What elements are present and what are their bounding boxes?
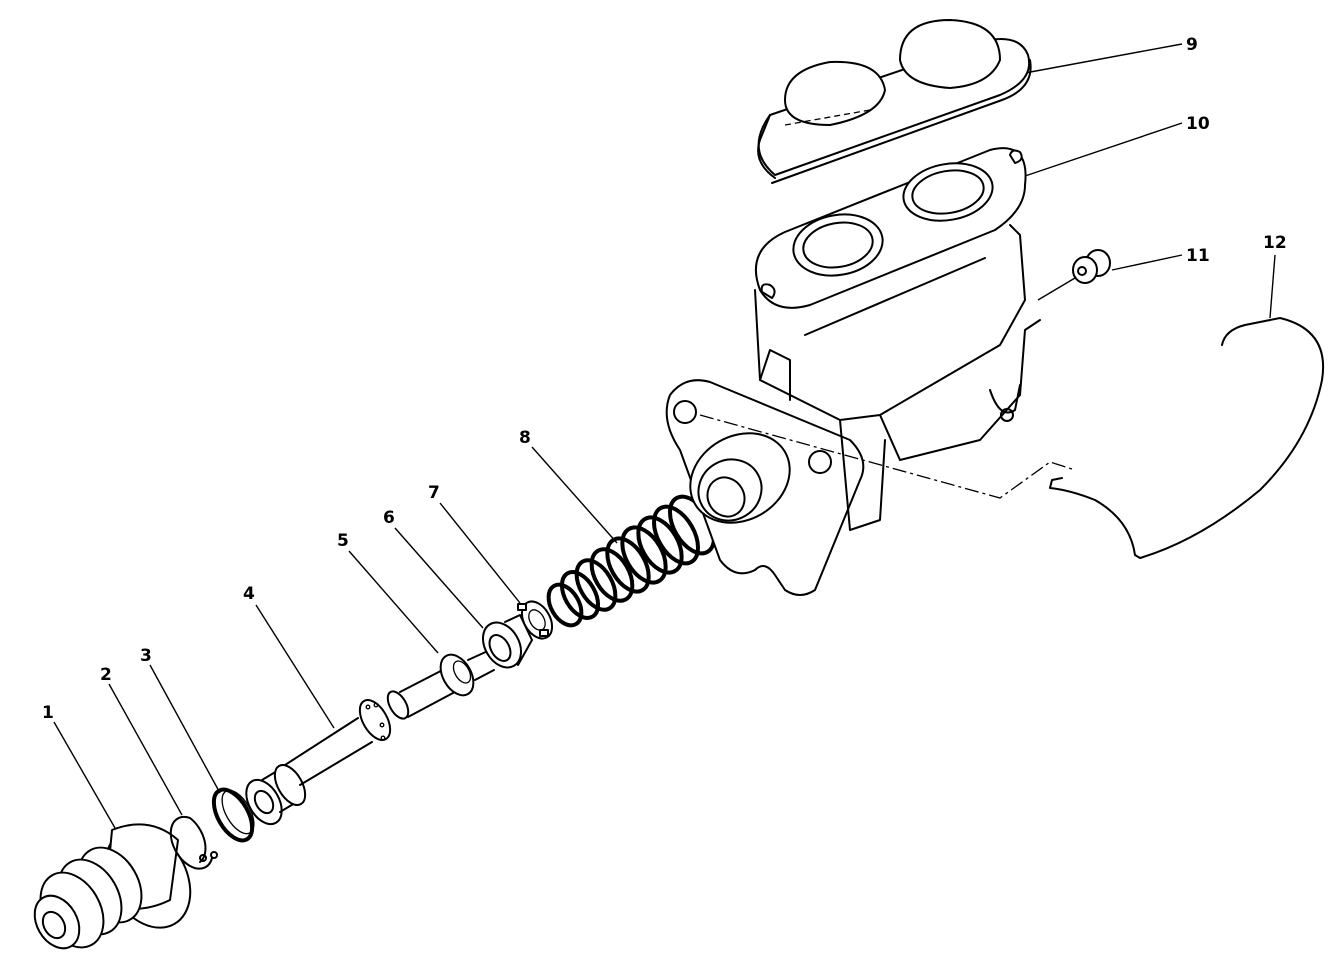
callout-10: 10 — [1186, 114, 1210, 134]
part-8-spring — [546, 494, 716, 628]
callout-8: 8 — [519, 428, 531, 448]
part-12-wire-clip — [699, 317, 1325, 559]
callout-6: 6 — [383, 508, 395, 528]
part-5-washer — [439, 649, 495, 697]
part-9-cover — [757, 19, 1032, 184]
leader-lines — [53, 43, 1276, 829]
callout-2: 2 — [100, 665, 112, 685]
callout-1: 1 — [42, 703, 54, 723]
master-cylinder-body — [665, 147, 1041, 596]
callout-3: 3 — [140, 646, 152, 666]
part-4-piston — [245, 659, 469, 826]
part-2-snap-ring — [169, 815, 218, 870]
part-6-cup-seal — [482, 614, 533, 669]
callout-5: 5 — [337, 531, 349, 551]
part-7-retainer — [517, 600, 554, 640]
callout-11: 11 — [1186, 246, 1210, 266]
part-11-fitting — [1072, 249, 1111, 284]
callout-7: 7 — [428, 483, 440, 503]
callout-12: 12 — [1263, 233, 1287, 253]
callout-9: 9 — [1186, 35, 1198, 55]
part-1-boot — [33, 823, 192, 950]
callout-4: 4 — [243, 584, 255, 604]
